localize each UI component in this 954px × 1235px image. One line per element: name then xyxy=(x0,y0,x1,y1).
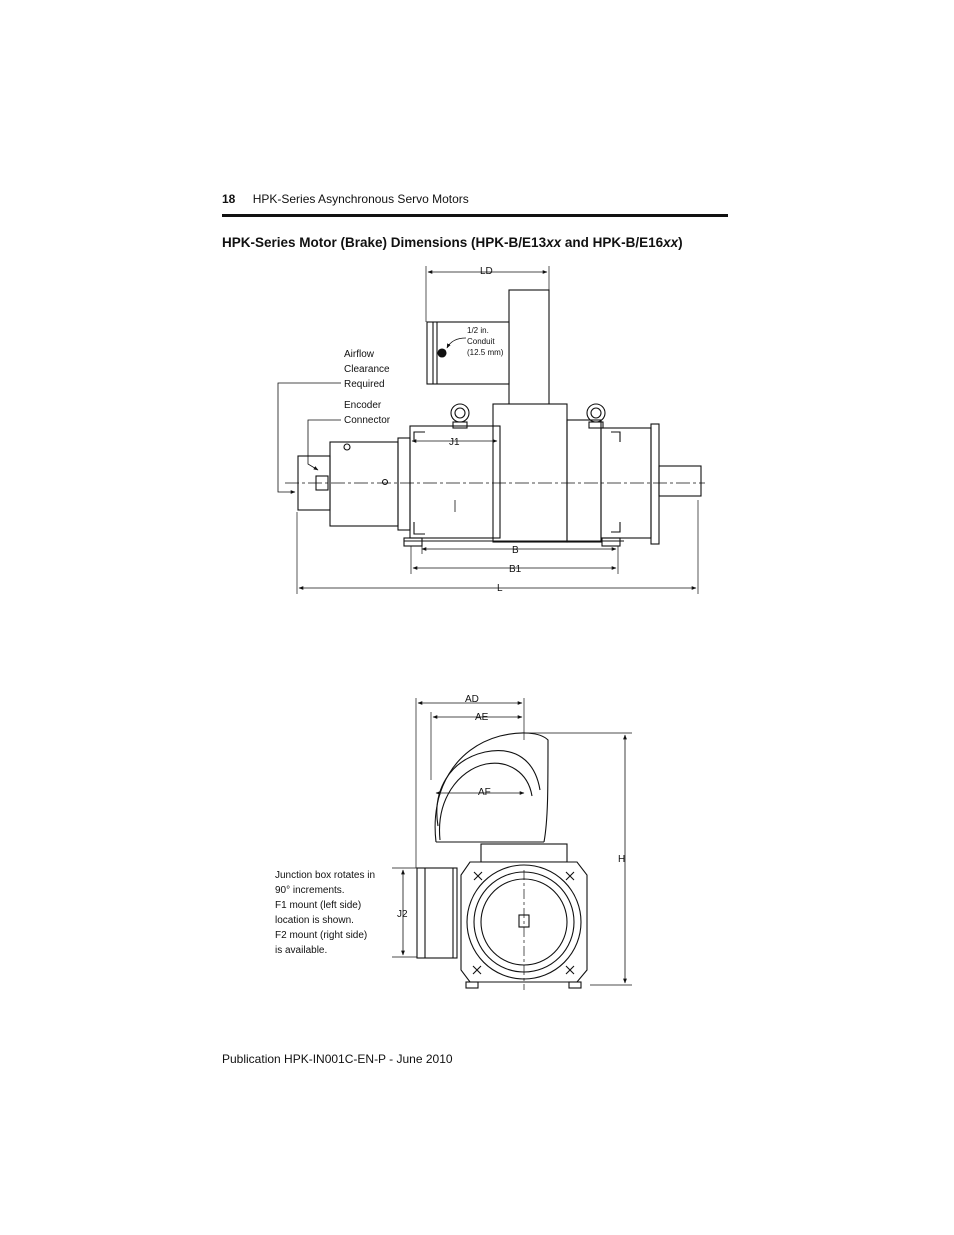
dim-b-label: B xyxy=(512,545,519,556)
section-title: HPK-Series Motor (Brake) Dimensions (HPK… xyxy=(222,235,683,250)
side-view-drawing xyxy=(277,266,705,594)
junction-note-line1: Junction box rotates in xyxy=(275,870,375,881)
title-text-5: ) xyxy=(678,235,683,250)
encoder-label-line2: Connector xyxy=(344,415,391,426)
junction-note-line2: 90° increments. xyxy=(275,885,345,896)
dim-b1-label: B1 xyxy=(509,564,522,575)
header-rule xyxy=(222,214,728,217)
junction-note-line5: F2 mount (right side) xyxy=(275,930,367,941)
dim-h-label: H xyxy=(618,854,625,865)
page-number: 18 xyxy=(222,192,236,206)
title-text-4: xx xyxy=(663,235,679,250)
title-text-2: xx xyxy=(546,235,562,250)
page-header: 18 HPK-Series Asynchronous Servo Motors xyxy=(222,192,469,206)
conduit-label-line3: (12.5 mm) xyxy=(467,348,504,357)
publication-footer: Publication HPK-IN001C-EN-P - June 2010 xyxy=(222,1052,453,1066)
dim-ld-label: LD xyxy=(480,266,493,277)
running-title: HPK-Series Asynchronous Servo Motors xyxy=(252,192,469,206)
encoder-label-line1: Encoder xyxy=(344,400,382,411)
conduit-label-line1: 1/2 in. xyxy=(467,326,489,335)
airflow-label-line1: Airflow xyxy=(344,349,375,360)
dim-af-label: AF xyxy=(478,787,491,798)
dim-j1-label: J1 xyxy=(449,437,460,448)
dim-j2-label: J2 xyxy=(397,909,408,920)
junction-note-line6: is available. xyxy=(275,945,327,956)
end-view-drawing xyxy=(392,698,632,990)
title-text-3: and HPK-B/E16 xyxy=(561,235,664,250)
dim-l-label: L xyxy=(497,583,503,594)
junction-note-line3: F1 mount (left side) xyxy=(275,900,361,911)
title-text-1: HPK-Series Motor (Brake) Dimensions (HPK… xyxy=(222,235,547,250)
conduit-label-line2: Conduit xyxy=(467,337,495,346)
airflow-label-line2: Clearance xyxy=(344,364,390,375)
junction-note-line4: location is shown. xyxy=(275,915,354,926)
dim-ae-label: AE xyxy=(475,712,489,723)
airflow-label-line3: Required xyxy=(344,379,385,390)
dim-ad-label: AD xyxy=(465,694,479,705)
